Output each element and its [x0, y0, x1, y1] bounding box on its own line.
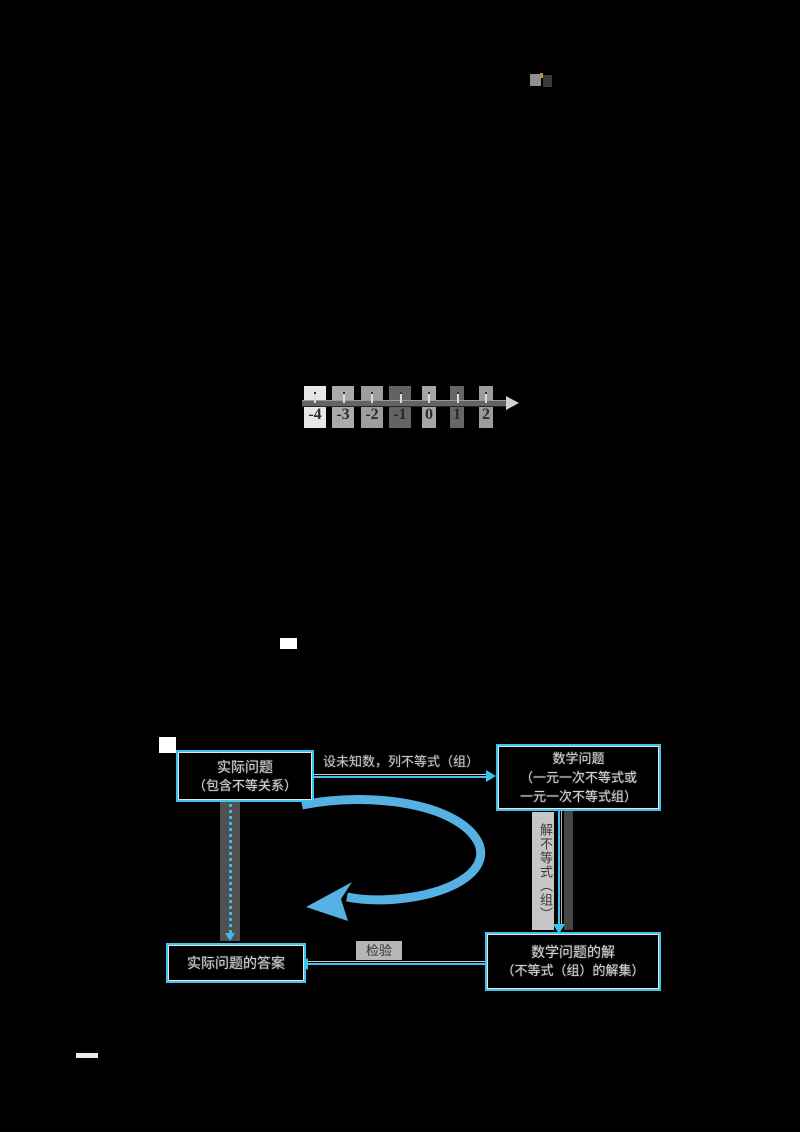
- number-line-axis: [302, 400, 508, 407]
- box-math-solution: 数学问题的解 （不等式（组）的解集）: [485, 932, 661, 991]
- connector-right: [558, 807, 560, 925]
- tick-label: 0: [425, 406, 433, 423]
- scan-speck: [543, 75, 552, 87]
- box-text: 实际问题的答案: [187, 954, 285, 971]
- scan-band: [422, 386, 436, 428]
- white-artifact: [159, 737, 176, 753]
- connector-top-highlight: [310, 774, 492, 775]
- box-text: 数学问题的解: [531, 944, 615, 960]
- tick-mark: [428, 392, 430, 403]
- connector-top: [310, 776, 490, 778]
- label-top-arrow: 设未知数，列不等式（组）: [322, 754, 479, 769]
- scan-band: [304, 386, 326, 428]
- connector-right-highlight: [561, 807, 562, 925]
- tick-label: 1: [453, 406, 461, 423]
- tick-label: -3: [336, 406, 350, 423]
- connector-bottom: [306, 963, 485, 965]
- white-artifact: [76, 1053, 98, 1058]
- arrow-down-icon: [225, 933, 235, 941]
- scan-band: [332, 386, 354, 428]
- box-text: （包含不等关系）: [192, 777, 297, 793]
- tick-label: -4: [308, 406, 322, 423]
- box-actual-answer: 实际问题的答案: [166, 943, 306, 983]
- white-artifact: [280, 638, 297, 649]
- connector-dashed: [229, 799, 232, 939]
- connector-bottom-highlight: [306, 961, 485, 962]
- box-text: 数学问题: [552, 751, 605, 766]
- tick-label: 2: [482, 406, 490, 423]
- tick-mark: [400, 392, 402, 403]
- box-text: （不等式（组）的解集）: [501, 963, 645, 978]
- tick-label: -1: [393, 406, 407, 423]
- scan-band: [450, 386, 464, 428]
- box-actual-problem: 实际问题 （包含不等关系）: [176, 750, 314, 802]
- label-bottom-arrow: 检验: [356, 941, 402, 960]
- label-right-arrow: 解不等式（组）: [538, 823, 553, 921]
- box-math-problem: 数学问题 （一元一次不等式或 一元一次不等式组）: [496, 744, 661, 811]
- scan-band: [389, 386, 411, 428]
- scan-speck: [530, 74, 541, 86]
- tick-mark: [343, 392, 345, 403]
- tick-mark: [457, 392, 459, 403]
- arrow-down-icon: [553, 924, 565, 934]
- scan-band: [532, 812, 554, 930]
- tick-label: -2: [365, 406, 379, 423]
- box-text: 一元一次不等式组）: [519, 789, 637, 804]
- tick-mark: [314, 392, 316, 403]
- arrow-right-icon: [486, 770, 496, 782]
- scan-speck: [540, 73, 543, 78]
- box-text: （一元一次不等式或: [519, 770, 637, 785]
- tick-mark: [371, 392, 373, 403]
- tick-mark: [485, 392, 487, 403]
- scan-band: [479, 386, 493, 428]
- scan-band: [564, 806, 573, 930]
- box-text: 实际问题: [217, 758, 273, 775]
- axis-arrow-icon: [506, 396, 519, 410]
- scan-band: [361, 386, 383, 428]
